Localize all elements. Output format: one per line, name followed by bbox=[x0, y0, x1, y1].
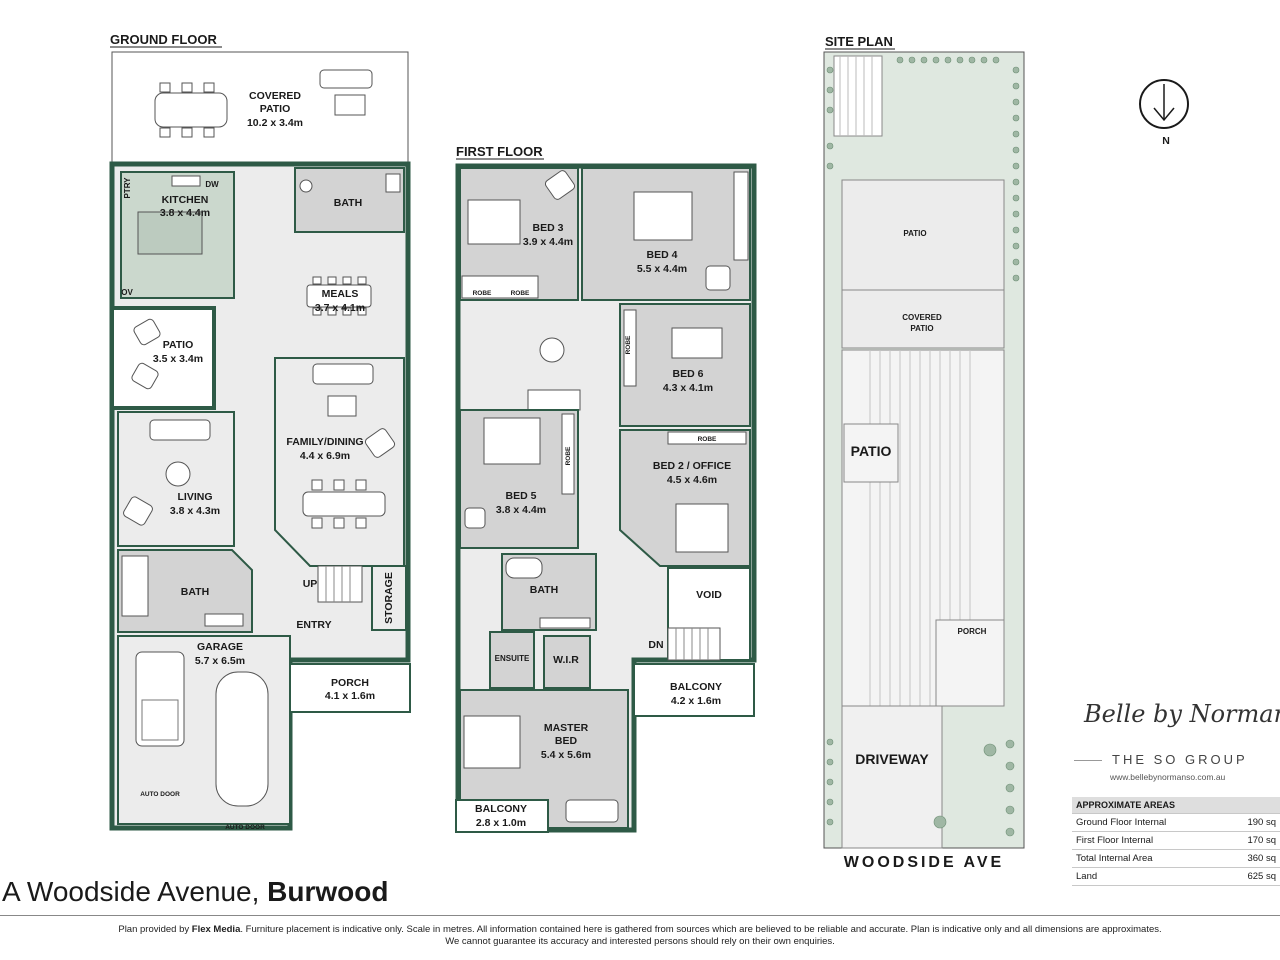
site-street-label: WOODSIDE AVE bbox=[844, 854, 1004, 871]
bed5-label: BED 5 bbox=[506, 490, 537, 502]
void-label: VOID bbox=[696, 589, 722, 601]
balcony-main-label: BALCONY bbox=[670, 681, 722, 693]
site-porch-label: PORCH bbox=[958, 627, 987, 636]
auto-door-2-label: AUTO DOOR bbox=[225, 824, 265, 831]
living-dim: 3.8 x 4.3m bbox=[170, 505, 220, 517]
robe-bed2: ROBE bbox=[698, 436, 717, 443]
address-suburb: Burwood bbox=[267, 876, 389, 907]
kitchen-label: KITCHEN bbox=[162, 194, 209, 206]
brand-group: THE SO GROUP bbox=[1070, 752, 1280, 767]
footer-pre: Plan provided by bbox=[118, 924, 192, 935]
north-label: N bbox=[1162, 135, 1170, 147]
bed3-label: BED 3 bbox=[533, 222, 564, 234]
robe-bed3-b: ROBE bbox=[511, 290, 530, 297]
ground-floor-title: GROUND FLOOR bbox=[110, 32, 217, 47]
covered-patio-label-2: PATIO bbox=[260, 103, 291, 115]
areas-header-row: APPROXIMATE AREAS bbox=[1072, 797, 1280, 814]
bed6-dim: 4.3 x 4.1m bbox=[663, 382, 713, 394]
site-covered-1: COVERED bbox=[902, 313, 942, 322]
bed2-dim: 4.5 x 4.6m bbox=[667, 474, 717, 486]
address-street: A Woodside Avenue, bbox=[2, 876, 268, 907]
area-label: Land bbox=[1072, 867, 1224, 886]
balcony-master-dim: 2.8 x 1.0m bbox=[476, 817, 526, 829]
footer-company: Flex Media bbox=[191, 924, 241, 935]
robe-bed3-a: ROBE bbox=[473, 290, 492, 297]
family-label: FAMILY/DINING bbox=[286, 436, 363, 448]
patio-small-label: PATIO bbox=[163, 339, 194, 351]
brand-website: www.bellebynormanso.com.au bbox=[1110, 772, 1226, 782]
auto-door-1-label: AUTO DOOR bbox=[140, 791, 180, 798]
site-covered-2: PATIO bbox=[910, 324, 933, 333]
master-label-1: MASTER bbox=[544, 722, 589, 734]
first-floor-title: FIRST FLOOR bbox=[456, 144, 543, 159]
area-value: 170 sq bbox=[1223, 831, 1280, 850]
ensuite-label: ENSUITE bbox=[495, 654, 530, 663]
property-address: A Woodside Avenue, Burwood bbox=[2, 876, 388, 908]
site-plan-title: SITE PLAN bbox=[825, 34, 893, 49]
meals-dim: 3.7 x 4.1m bbox=[315, 302, 365, 314]
area-value: 190 sq bbox=[1223, 813, 1280, 832]
storage-label: STORAGE bbox=[383, 572, 395, 624]
garage-dim: 5.7 x 6.5m bbox=[195, 655, 245, 667]
entry-label: ENTRY bbox=[296, 619, 331, 631]
bed6-label: BED 6 bbox=[673, 368, 704, 380]
living-label: LIVING bbox=[177, 491, 212, 503]
porch-label: PORCH bbox=[331, 677, 369, 689]
bed2-label: BED 2 / OFFICE bbox=[653, 460, 731, 472]
bath-top-label: BATH bbox=[334, 197, 362, 209]
dn-label: DN bbox=[648, 639, 663, 651]
patio-small-dim: 3.5 x 3.4m bbox=[153, 353, 203, 365]
oven-label: OV bbox=[121, 288, 133, 297]
master-dim: 5.4 x 5.6m bbox=[541, 749, 591, 761]
master-label-2: BED bbox=[555, 735, 578, 747]
balcony-main-dim: 4.2 x 1.6m bbox=[671, 695, 721, 707]
bed4-label: BED 4 bbox=[647, 249, 678, 261]
wir-label: W.I.R bbox=[553, 654, 579, 666]
first-bath-label: BATH bbox=[530, 584, 558, 596]
garage-label: GARAGE bbox=[197, 641, 243, 653]
dw-label: DW bbox=[205, 180, 219, 189]
footer-line-1: Plan provided by Flex Media. Furniture p… bbox=[0, 924, 1280, 936]
balcony-master-label: BALCONY bbox=[475, 803, 527, 815]
bed4-dim: 5.5 x 4.4m bbox=[637, 263, 687, 275]
up-label: UP bbox=[303, 578, 318, 590]
robe-bed6: ROBE bbox=[625, 335, 632, 354]
bath-lower-label: BATH bbox=[181, 586, 209, 598]
footer-disclaimer: Plan provided by Flex Media. Furniture p… bbox=[0, 924, 1280, 948]
area-value: 360 sq bbox=[1223, 849, 1280, 868]
footer-line-2: We cannot guarantee its accuracy and int… bbox=[445, 936, 835, 947]
footer-divider bbox=[0, 915, 1280, 916]
covered-patio-label-1: COVERED bbox=[249, 90, 301, 102]
areas-header: APPROXIMATE AREAS bbox=[1072, 797, 1280, 814]
first-floor-plan: FIRST FLOOR BED 3 3.9 x 4.4m ROBE ROBE B… bbox=[455, 144, 757, 833]
site-plan: SITE PLAN PATIO COVERED PATIO PATIO PORC… bbox=[823, 34, 1189, 871]
site-driveway-label: DRIVEWAY bbox=[855, 751, 929, 767]
pantry-label: PTRY bbox=[123, 177, 132, 199]
brand-group-name: THE SO GROUP bbox=[1112, 752, 1248, 767]
covered-patio-dim: 10.2 x 3.4m bbox=[247, 117, 303, 129]
site-patio-big-label: PATIO bbox=[851, 443, 892, 459]
porch-dim: 4.1 x 1.6m bbox=[325, 690, 375, 702]
area-label: Total Internal Area bbox=[1072, 849, 1224, 868]
footer-line1-text: . Furniture placement is indicative only… bbox=[240, 924, 1162, 935]
site-patio-label: PATIO bbox=[903, 229, 926, 238]
bed3-dim: 3.9 x 4.4m bbox=[523, 236, 573, 248]
area-value: 625 sq bbox=[1223, 867, 1280, 886]
meals-label: MEALS bbox=[322, 288, 359, 300]
bed5-dim: 3.8 x 4.4m bbox=[496, 504, 546, 516]
brand-script-logo: Belle by Norman So bbox=[1084, 700, 1280, 728]
area-label: Ground Floor Internal bbox=[1072, 813, 1224, 832]
area-label: First Floor Internal bbox=[1072, 831, 1224, 850]
robe-bed5: ROBE bbox=[565, 446, 572, 465]
family-dim: 4.4 x 6.9m bbox=[300, 450, 350, 462]
ground-floor-plan: GROUND FLOOR COVERED PATIO 10.2 x 3.4m K… bbox=[109, 32, 411, 831]
kitchen-dim: 3.8 x 4.4m bbox=[160, 207, 210, 219]
